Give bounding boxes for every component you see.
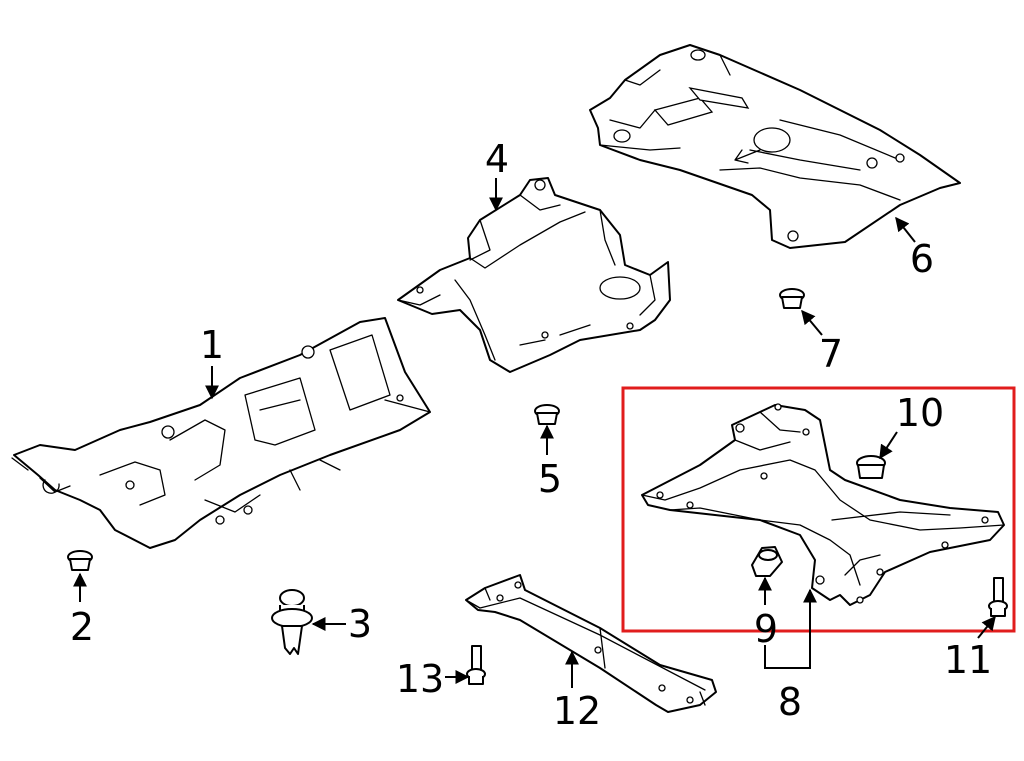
callout-2: 2 xyxy=(70,605,94,649)
callout-11: 11 xyxy=(944,638,992,682)
part-7-nut[interactable] xyxy=(779,288,805,309)
callout-1: 1 xyxy=(200,323,224,367)
part-2-nut[interactable] xyxy=(67,550,93,571)
callout-4: 4 xyxy=(485,137,509,181)
callout-13: 13 xyxy=(396,657,444,701)
highlight-frame xyxy=(621,386,1016,633)
callout-6: 6 xyxy=(910,237,934,281)
callout-3: 3 xyxy=(348,602,372,646)
leader-8 xyxy=(764,588,817,669)
callout-10: 10 xyxy=(896,391,944,435)
leader-10 xyxy=(879,431,898,460)
part-6-heat-shield[interactable] xyxy=(589,44,961,249)
part-10-nut[interactable] xyxy=(856,455,886,479)
callout-12: 12 xyxy=(553,689,601,733)
leader-lines xyxy=(73,178,996,688)
leader-7 xyxy=(801,309,823,336)
part-3-push-clip[interactable] xyxy=(271,589,313,655)
callout-labels: 1 2 3 4 5 6 7 8 9 10 11 12 13 xyxy=(70,137,992,733)
part-4-heat-shield[interactable] xyxy=(397,177,671,373)
part-13-bolt[interactable] xyxy=(466,645,486,685)
callout-7: 7 xyxy=(819,332,843,376)
part-11-bolt[interactable] xyxy=(988,577,1008,617)
part-9-bump-stop[interactable] xyxy=(751,546,783,577)
part-1-heat-shield[interactable] xyxy=(11,317,431,549)
leader-6 xyxy=(895,216,916,243)
part-5-nut[interactable] xyxy=(534,404,560,425)
leader-11 xyxy=(977,615,996,639)
part-8-crossmember[interactable] xyxy=(641,403,1005,606)
part-12-brace[interactable] xyxy=(465,574,717,713)
callout-8: 8 xyxy=(778,680,802,724)
callout-5: 5 xyxy=(538,457,562,501)
callout-9: 9 xyxy=(754,607,778,651)
